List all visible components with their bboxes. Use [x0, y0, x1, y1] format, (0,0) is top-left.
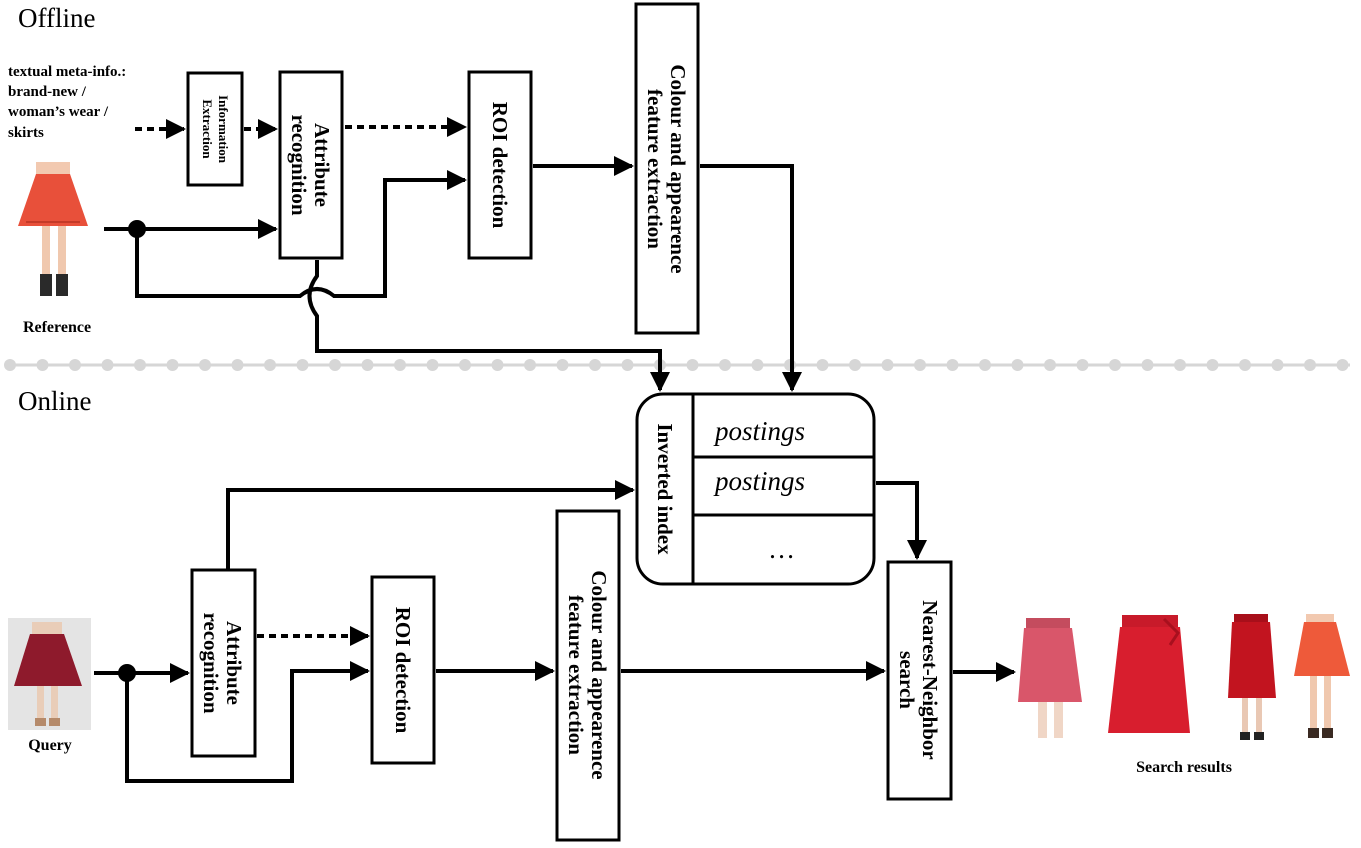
result-skirt-image — [1108, 615, 1190, 733]
roi-detection-offline-box — [467, 70, 533, 260]
divider-dot — [1174, 359, 1186, 371]
feature-to-index-arrow — [700, 164, 802, 392]
divider-dot — [686, 359, 699, 371]
info-extraction-label-1: Information — [216, 95, 231, 164]
divider-dot — [719, 359, 731, 371]
divider-dot — [1109, 359, 1121, 371]
results-caption: Search results — [1136, 759, 1232, 776]
divider-dot — [621, 359, 634, 371]
index-to-nn-arrow — [876, 481, 927, 560]
divider-dot — [1336, 359, 1349, 371]
query-skirt-image — [8, 618, 91, 730]
divider-dot — [134, 359, 146, 371]
divider-dot — [394, 359, 406, 371]
divider-dot — [36, 359, 49, 371]
attribute-recognition-online-label-2: recognition — [199, 612, 223, 713]
divider-dot — [1044, 359, 1056, 371]
inverted-index-label: Inverted index — [653, 423, 677, 555]
feature-extraction-offline-label-1: Colour and appearence — [666, 64, 690, 273]
divider-dot — [589, 359, 601, 371]
search-results — [1018, 614, 1350, 740]
result-skirt-image — [1228, 614, 1276, 740]
reference-skirt-image — [18, 162, 88, 296]
divider-dot — [979, 359, 991, 371]
divider-dot — [1271, 359, 1284, 371]
query-caption: Query — [28, 737, 72, 754]
divider-dot — [1011, 359, 1024, 371]
divider-dot — [264, 359, 276, 371]
result-skirt-image — [1294, 614, 1350, 738]
divider-dot — [329, 359, 341, 371]
divider-dot — [101, 359, 114, 371]
divider-dot — [4, 359, 16, 371]
divider-dot — [1206, 359, 1219, 371]
divider-dot — [881, 359, 894, 371]
divider-dot — [459, 359, 471, 371]
divider-dot — [199, 359, 211, 371]
attribute-to-index-online-arrow — [226, 480, 635, 570]
roi-detection-online-box — [370, 575, 436, 765]
info-extraction-label-2: Extraction — [200, 99, 215, 159]
divider-dot — [524, 359, 536, 371]
inverted-index: Inverted index postings postings … — [635, 392, 876, 586]
attribute-recognition-online-box — [190, 568, 257, 758]
divider-dot — [946, 359, 959, 371]
divider-dot — [231, 359, 244, 371]
divider-dot — [556, 359, 569, 371]
divider-dot — [816, 359, 829, 371]
reference-to-roi-arrow — [135, 170, 467, 298]
nn-search-box — [886, 560, 953, 801]
divider-dot — [361, 359, 374, 371]
nn-search-label-2: search — [895, 651, 919, 709]
postings-row-ellipsis: … — [770, 534, 794, 564]
divider-dot — [849, 359, 861, 371]
meta-line-1: textual meta-info.: — [8, 64, 126, 80]
offline-connectors — [104, 117, 802, 392]
feature-extraction-online-label-2: feature extraction — [564, 595, 588, 755]
divider-dot — [1141, 359, 1154, 371]
divider-dot — [1304, 359, 1316, 371]
online-title: Online — [18, 386, 92, 416]
info-extraction-box — [186, 71, 244, 187]
query-to-roi-arrow — [125, 661, 370, 783]
divider-dot — [69, 359, 81, 371]
attribute-recognition-offline-label-2: recognition — [287, 114, 311, 215]
meta-line-3: woman’s wear / — [8, 104, 109, 120]
inverted-index-box — [635, 392, 876, 586]
meta-line-2: brand-new / — [8, 84, 87, 100]
divider-dot — [914, 359, 926, 371]
reference-caption: Reference — [23, 319, 91, 336]
divider-dot — [1076, 359, 1089, 371]
divider-dot — [166, 359, 179, 371]
feature-extraction-offline-box — [634, 2, 700, 335]
divider-dot — [426, 359, 439, 371]
attribute-recognition-offline-label-1: Attribute — [310, 123, 334, 207]
postings-row-2: postings — [713, 466, 805, 496]
feature-extraction-online-box — [555, 509, 621, 842]
meta-line-4: skirts — [8, 125, 44, 141]
query-branch-dot — [118, 664, 136, 682]
reference-branch-dot — [128, 220, 146, 238]
meta-info-text: textual meta-info.: brand-new / woman’s … — [8, 64, 126, 141]
feature-extraction-online-label-1: Colour and appearence — [587, 570, 611, 779]
postings-row-1: postings — [713, 416, 805, 446]
divider-dot — [296, 359, 309, 371]
offline-title: Offline — [18, 3, 95, 33]
section-divider — [4, 359, 1350, 371]
result-skirt-image — [1018, 618, 1082, 738]
attribute-to-index-arrow — [307, 260, 670, 392]
roi-detection-offline-label: ROI detection — [488, 102, 512, 229]
roi-detection-online-label: ROI detection — [391, 607, 415, 734]
divider-dot — [751, 359, 764, 371]
feature-extraction-offline-label-2: feature extraction — [643, 89, 667, 249]
divider-dot — [1239, 359, 1251, 371]
nn-search-label-1: Nearest-Neighbor — [918, 600, 942, 759]
attribute-recognition-offline-box — [278, 70, 344, 260]
attribute-recognition-online-label-1: Attribute — [222, 621, 246, 705]
online-connectors — [94, 480, 1016, 783]
divider-dot — [491, 359, 504, 371]
